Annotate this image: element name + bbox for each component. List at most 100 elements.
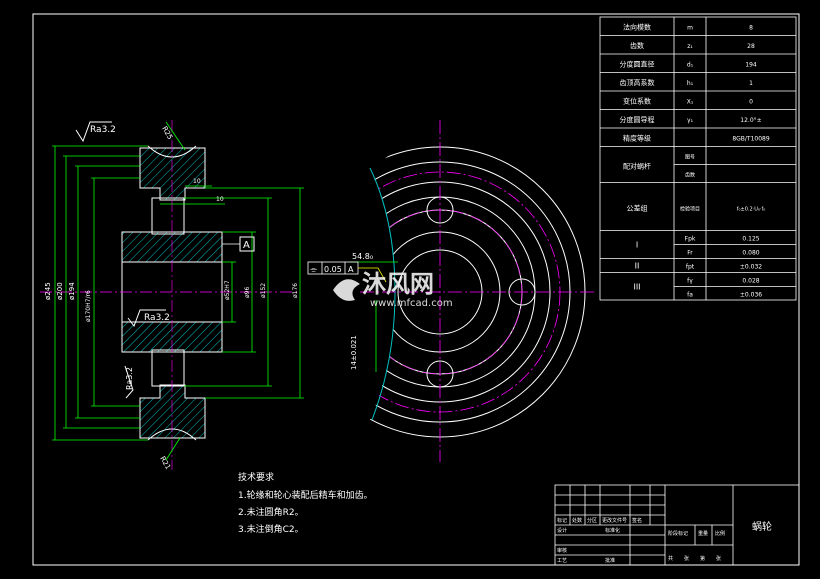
tb-count: 处数: [572, 517, 582, 524]
right-dimensions: [160, 185, 304, 399]
watermark: 沐风网 www.mfcad.com: [333, 270, 453, 309]
param-symbol: d₁: [687, 62, 694, 69]
dim-w10b: 10: [216, 196, 224, 203]
datum-box: [239, 236, 255, 252]
tb-review: 审核: [557, 547, 567, 554]
drawing-frame: [32, 13, 800, 566]
dim-d176: ø176: [292, 283, 299, 298]
group-label: III: [633, 283, 640, 292]
title-block: [554, 484, 800, 566]
dim-d52: ø52H7: [224, 280, 231, 300]
tb-approve: 批准: [605, 557, 615, 564]
gtol-symbol: ⌯: [310, 265, 318, 275]
group-value: ±0.036: [740, 291, 762, 298]
param-symbol: h₁: [687, 80, 694, 87]
mating-sub1: 图号: [685, 155, 695, 161]
param-symbol: X₁: [687, 99, 694, 106]
watermark-logo: [333, 279, 360, 301]
param-table: [599, 16, 797, 301]
rim-bottom: [139, 384, 206, 439]
param-symbol: γ₁: [687, 117, 694, 124]
web-bottom: [151, 349, 185, 387]
note-2: 2.未注圆角R2。: [238, 506, 304, 518]
param-label: 齿顶高系数: [620, 78, 655, 87]
dim-d200: ø200: [56, 282, 64, 300]
param-value: 194: [745, 62, 757, 69]
watermark-url: www.mfcad.com: [370, 298, 453, 309]
tolerance-label: 公差组: [627, 204, 648, 213]
mating-sub2: 齿数: [685, 172, 695, 179]
param-label: 法向模数: [623, 23, 651, 32]
dim-keyway: 54.8₀: [352, 252, 373, 261]
roughness-side-label: Ra3.2: [125, 367, 134, 390]
param-value: 12.0°±: [740, 117, 761, 124]
datum-label: A: [243, 240, 250, 251]
note-3: 3.未注倒角C2。: [238, 523, 304, 535]
dim-d194: ø194: [68, 282, 76, 300]
tb-change: 更改文件号: [602, 517, 627, 524]
tb-design: 设计: [557, 527, 567, 534]
group-symbol: fγ: [687, 277, 693, 284]
rim-top: [139, 147, 206, 201]
param-table-rows: 法向模数 m 8 齿数 z₁ 28 分度圆直径 d₁ 194 齿顶高系数 h₁ 1 变位系数 X₁ 0 分度圆…: [600, 23, 796, 298]
tb-zone: 分区: [587, 517, 597, 524]
dim-d170: ø170H7/r6: [85, 290, 92, 322]
group-symbol: Fr: [687, 249, 693, 256]
group-label: II: [635, 262, 640, 271]
group-value: 0.125: [742, 235, 759, 242]
group-value: ±0.032: [740, 263, 762, 270]
group-symbol: fa: [687, 291, 693, 298]
dim-r21: R21: [158, 455, 172, 471]
roughness-top-label: Ra3.2: [90, 125, 116, 135]
tb-std: 标准化: [605, 527, 620, 534]
group-value: 0.028: [742, 277, 759, 284]
watermark-brand: 沐风网: [362, 270, 434, 298]
left-dimensions: [52, 145, 148, 441]
web-top: [151, 197, 185, 235]
group-symbol: Fpk: [685, 235, 696, 242]
param-label: 精度等级: [623, 134, 651, 143]
part-name: 蜗轮: [752, 520, 772, 533]
tb-stage: 阶段标记: [668, 530, 688, 537]
tb-process: 工艺: [557, 558, 567, 564]
param-symbol: z₁: [687, 43, 693, 50]
dim-keywidth: 14±0.021: [350, 335, 358, 370]
param-value: 8: [749, 25, 753, 32]
param-label: 齿数: [630, 41, 644, 50]
param-value: 8GB/T10089: [732, 136, 770, 143]
dim-w10a: 10: [193, 178, 201, 185]
dim-d245: ø245: [44, 282, 52, 300]
param-value: 1: [749, 80, 753, 87]
r25-leader: [165, 121, 186, 151]
section-view: ø245 ø200 ø194 ø170H7/r6 ø52H7 ø96 ø152 …: [40, 120, 304, 471]
tb-sheet1: 张: [684, 555, 689, 562]
tb-sign: 签名: [632, 517, 642, 524]
group-value: 0.080: [742, 249, 759, 256]
tb-sheet2: 张: [716, 555, 721, 562]
tolerance-sub: 检验项目: [680, 206, 700, 213]
roughness-symbol-top: Ra3.2: [75, 121, 116, 143]
roughness-bore-label: Ra3.2: [144, 313, 170, 323]
param-value: 0: [749, 99, 753, 106]
roughness-symbol-side: Ra3.2: [124, 365, 134, 399]
mating-label: 配对蜗杆: [623, 162, 651, 171]
notes-title: 技术要求: [238, 471, 274, 483]
note-1: 1.轮缘和轮心装配后精车和加齿。: [238, 489, 373, 501]
group-label: I: [636, 241, 638, 250]
dim-d96: ø96: [244, 287, 251, 298]
param-label: 分度圆直径: [620, 60, 655, 69]
title-block-text: 标记 处数 分区 更改文件号 签名 设计 审核 工艺 标准化 批准 阶段标记 重…: [557, 517, 725, 564]
gtol-leader: [358, 267, 387, 283]
front-view: 54.8₀ 14±0.021 ⌯ 0.05 A: [307, 120, 595, 462]
param-value: 28: [747, 43, 755, 50]
gtol-ref: A: [348, 265, 354, 274]
param-symbol: m: [687, 25, 693, 32]
tb-mark: 标记: [557, 517, 567, 524]
param-label: 变位系数: [623, 97, 651, 106]
param-label: 分度圆导程: [620, 115, 655, 124]
tb-total: 共: [668, 555, 673, 562]
r21-leader: [165, 437, 181, 461]
tb-scale: 比例: [715, 530, 725, 537]
group-symbol: fpt: [686, 263, 695, 270]
